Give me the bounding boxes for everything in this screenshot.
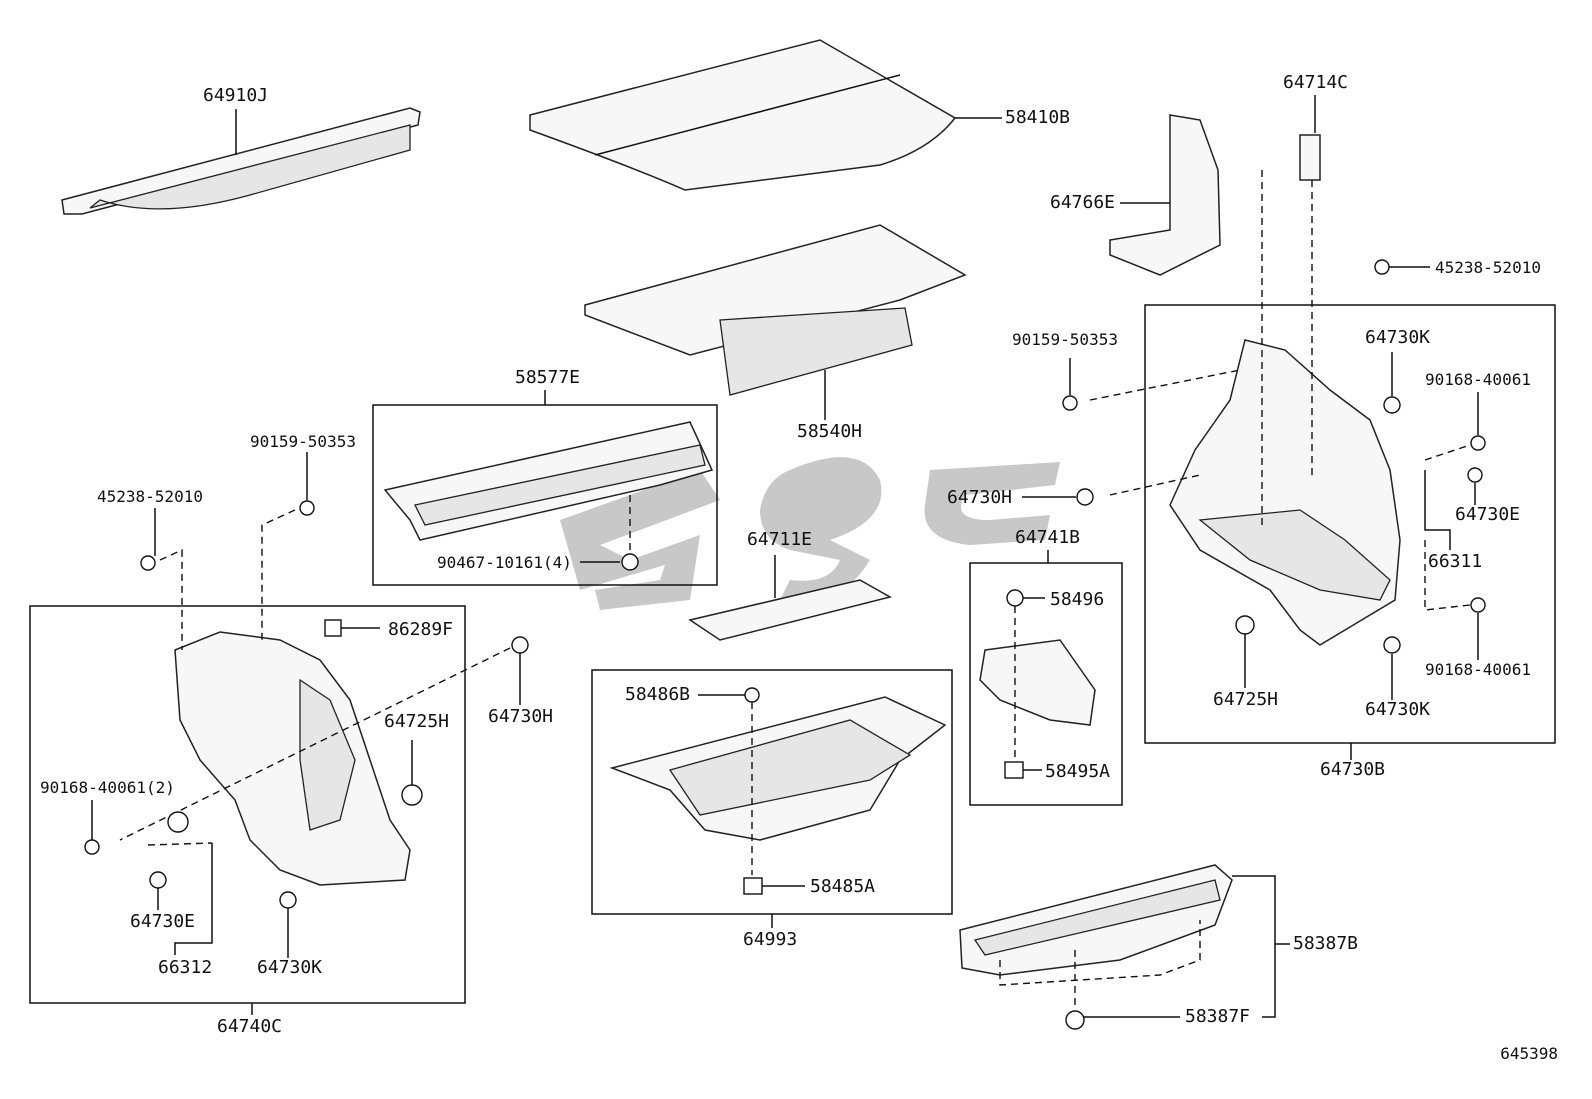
fastener-90168-r2 [1470, 597, 1486, 660]
fastener-64730k-l [279, 891, 297, 958]
group-box-64740c [29, 605, 466, 1004]
label-64725h-left: 64725H [384, 711, 450, 732]
label-45238-right: 45238-52010 [1435, 258, 1541, 277]
label-58495a: 58495A [1045, 761, 1111, 782]
label-64714c: 64714C [1283, 72, 1349, 93]
label-64730k-r1: 64730K [1365, 327, 1431, 348]
fastener-90467 [580, 495, 639, 571]
fastener-64730e-l [149, 871, 167, 910]
label-58496: 58496 [1050, 589, 1105, 610]
label-66312: 66312 [158, 957, 213, 978]
label-58387b: 58387B [1293, 933, 1359, 954]
fastener-45238-left [140, 508, 183, 650]
label-64730h-right: 64730H [947, 487, 1013, 508]
fastener-90159-left [261, 452, 315, 640]
part-64993-tray [609, 696, 947, 841]
group-box-64730b [1144, 304, 1556, 744]
part-58577e-sill-plate [383, 421, 714, 541]
document-id: 645398 [1500, 1044, 1558, 1063]
fastener-58486b [698, 687, 760, 875]
fastener-64730k-r2 [1383, 636, 1401, 700]
label-64730e-left: 64730E [130, 911, 196, 932]
label-90168-r1: 90168-40061 [1425, 370, 1531, 389]
label-64730e-right: 64730E [1455, 504, 1521, 525]
fastener-64730e-r [1467, 467, 1483, 505]
fastener-58496 [1006, 589, 1045, 760]
label-64766e: 64766E [1050, 192, 1116, 213]
label-58387f: 58387F [1185, 1006, 1251, 1027]
label-86289f: 86289F [388, 619, 454, 640]
fastener-bracket-l [167, 811, 189, 833]
label-58577e: 58577E [515, 367, 581, 388]
label-64730k-r2: 64730K [1365, 699, 1431, 720]
fastener-86289f [324, 619, 380, 637]
fastener-64725h-l [401, 740, 423, 806]
fastener-90168-r1 [1470, 392, 1486, 451]
label-58486b: 58486B [625, 684, 691, 705]
fastener-45238-right [1374, 259, 1430, 275]
part-64730b-right-quarter-trim [1169, 339, 1401, 646]
fastener-64730k-r1 [1383, 352, 1401, 414]
label-90168-r2: 90168-40061 [1425, 660, 1531, 679]
label-90159-left: 90159-50353 [250, 432, 356, 451]
part-58410b-deck-board [529, 39, 1002, 191]
fastener-64730h-r [1022, 488, 1094, 506]
label-64741b: 64741B [1015, 527, 1081, 548]
label-58485a: 58485A [810, 876, 876, 897]
part-64741b-bracket [979, 639, 1096, 726]
label-45238-left: 45238-52010 [97, 487, 203, 506]
part-64714c-clip [1299, 95, 1321, 181]
label-90168-left: 90168-40061(2) [40, 778, 175, 797]
part-64740c-left-quarter-trim [174, 631, 411, 886]
fastener-58485a [743, 877, 805, 895]
label-90159-right: 90159-50353 [1012, 330, 1118, 349]
part-58387b-scuff-plate [959, 864, 1233, 976]
part-64910j-tonneau-cover [61, 107, 421, 215]
label-90467: 90467-10161(4) [437, 553, 572, 572]
label-58540h: 58540H [797, 421, 863, 442]
label-64910j: 64910J [203, 85, 269, 106]
group-box-64741b [969, 562, 1123, 806]
part-58540h-floor-panel [584, 224, 967, 420]
fastener-58495a [1004, 761, 1042, 779]
label-66311: 66311 [1428, 551, 1483, 572]
label-64725h-right: 64725H [1213, 689, 1279, 710]
label-58410b: 58410B [1005, 107, 1071, 128]
label-64740c: 64740C [217, 1016, 283, 1037]
label-64993: 64993 [743, 929, 798, 950]
label-64730b: 64730B [1320, 759, 1386, 780]
fastener-64725h-r [1235, 615, 1255, 688]
label-64730k-left: 64730K [257, 957, 323, 978]
label-64730h-left: 64730H [488, 706, 554, 727]
fastener-90159-right [1062, 358, 1078, 411]
fastener-90168-l [84, 800, 100, 855]
part-64766e-side-panel [1109, 114, 1221, 276]
part-64711e-mat [688, 555, 892, 641]
watermark-logo [560, 457, 1060, 610]
label-64711e: 64711E [747, 529, 813, 550]
fastener-64730h-l [119, 636, 529, 841]
